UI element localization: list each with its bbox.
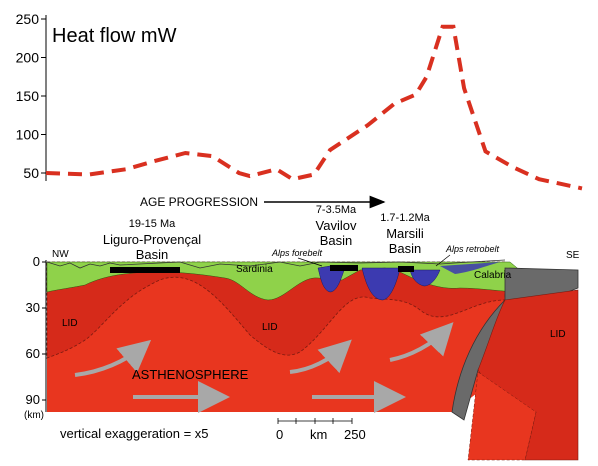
eastern-basin-fill — [409, 269, 441, 287]
place-sardinia: Sardinia — [236, 264, 273, 275]
y-tick-label: 50 — [23, 165, 39, 181]
y-tick-label: 150 — [16, 88, 40, 104]
basin-name-line-1: Vavilov — [316, 218, 357, 233]
basin-label-marsili: 1.7-1.2Ma Marsili Basin — [380, 212, 430, 256]
right-lithosphere — [477, 289, 579, 461]
trench-water — [440, 262, 500, 274]
vertical-exaggeration-note: vertical exaggeration = x5 — [60, 426, 209, 441]
depth-tick-label: 0 — [33, 254, 40, 269]
basin-age: 19-15 Ma — [129, 218, 176, 230]
age-progression: AGE PROGRESSION — [140, 195, 386, 209]
compass-se: SE — [566, 250, 580, 261]
basin-name-line-2: Basin — [320, 233, 353, 248]
basin-label-liguro: 19-15 Ma Liguro-Provençal Basin — [103, 218, 201, 262]
scale-end: 250 — [344, 427, 366, 442]
cross-section: 0 30 60 90 (km) — [24, 244, 580, 461]
y-ticks: 250 200 150 100 50 — [16, 11, 46, 181]
right-lower-block — [467, 371, 537, 461]
age-progression-label: AGE PROGRESSION — [140, 195, 258, 209]
depth-unit: (km) — [24, 410, 44, 421]
flow-arrow — [289, 339, 352, 374]
marsili-basin-floor — [398, 266, 414, 272]
lid-label-right: LID — [550, 329, 566, 340]
depth-tick-label: 60 — [26, 346, 40, 361]
scale-unit: km — [310, 427, 327, 442]
basin-age: 7-3.5Ma — [316, 204, 357, 216]
basin-name-line-2: Basin — [389, 241, 422, 256]
belt-retrobelt: Alps retrobelt — [445, 244, 500, 254]
asthenosphere-label: ASTHENOSPHERE — [132, 367, 249, 382]
place-calabria: Calabria — [474, 270, 512, 281]
belt-forebelt-pointer — [297, 257, 323, 267]
belt-forebelt: Alps forebelt — [271, 248, 323, 258]
vavilov-basin-floor — [330, 265, 358, 271]
basin-label-vavilov: 7-3.5Ma Vavilov Basin — [316, 204, 358, 248]
liguro-basin-floor — [110, 267, 180, 273]
chart-title: Heat flow mW — [52, 25, 177, 47]
lid-label-left: LID — [62, 318, 78, 329]
y-tick-label: 200 — [16, 50, 40, 66]
basin-age: 1.7-1.2Ma — [380, 212, 430, 224]
y-tick-label: 250 — [16, 11, 40, 27]
belt-retrobelt-pointer — [435, 254, 451, 267]
basin-name-line-2: Basin — [136, 247, 169, 262]
y-tick-label: 100 — [16, 127, 40, 143]
flow-arrow — [74, 339, 152, 377]
heat-flow-series-line — [45, 24, 583, 191]
basin-name-line-1: Marsili — [386, 226, 424, 241]
scale-bar: 0 km 250 — [276, 418, 366, 442]
basin-name-line-1: Liguro-Provençal — [103, 232, 201, 247]
scale-start: 0 — [276, 427, 283, 442]
heat-flow-chart: 250 200 150 100 50 Heat flow mW — [16, 11, 583, 191]
depth-tick-label: 90 — [26, 392, 40, 407]
depth-ticks: 0 30 60 90 (km) — [24, 254, 46, 421]
marsili-basin-fill — [361, 267, 401, 301]
topography-line — [46, 259, 506, 269]
depth-tick-label: 30 — [26, 300, 40, 315]
flow-arrows — [74, 322, 454, 413]
compass-nw: NW — [52, 249, 69, 260]
lid-label-middle: LID — [262, 322, 278, 333]
flow-arrow — [389, 322, 454, 362]
